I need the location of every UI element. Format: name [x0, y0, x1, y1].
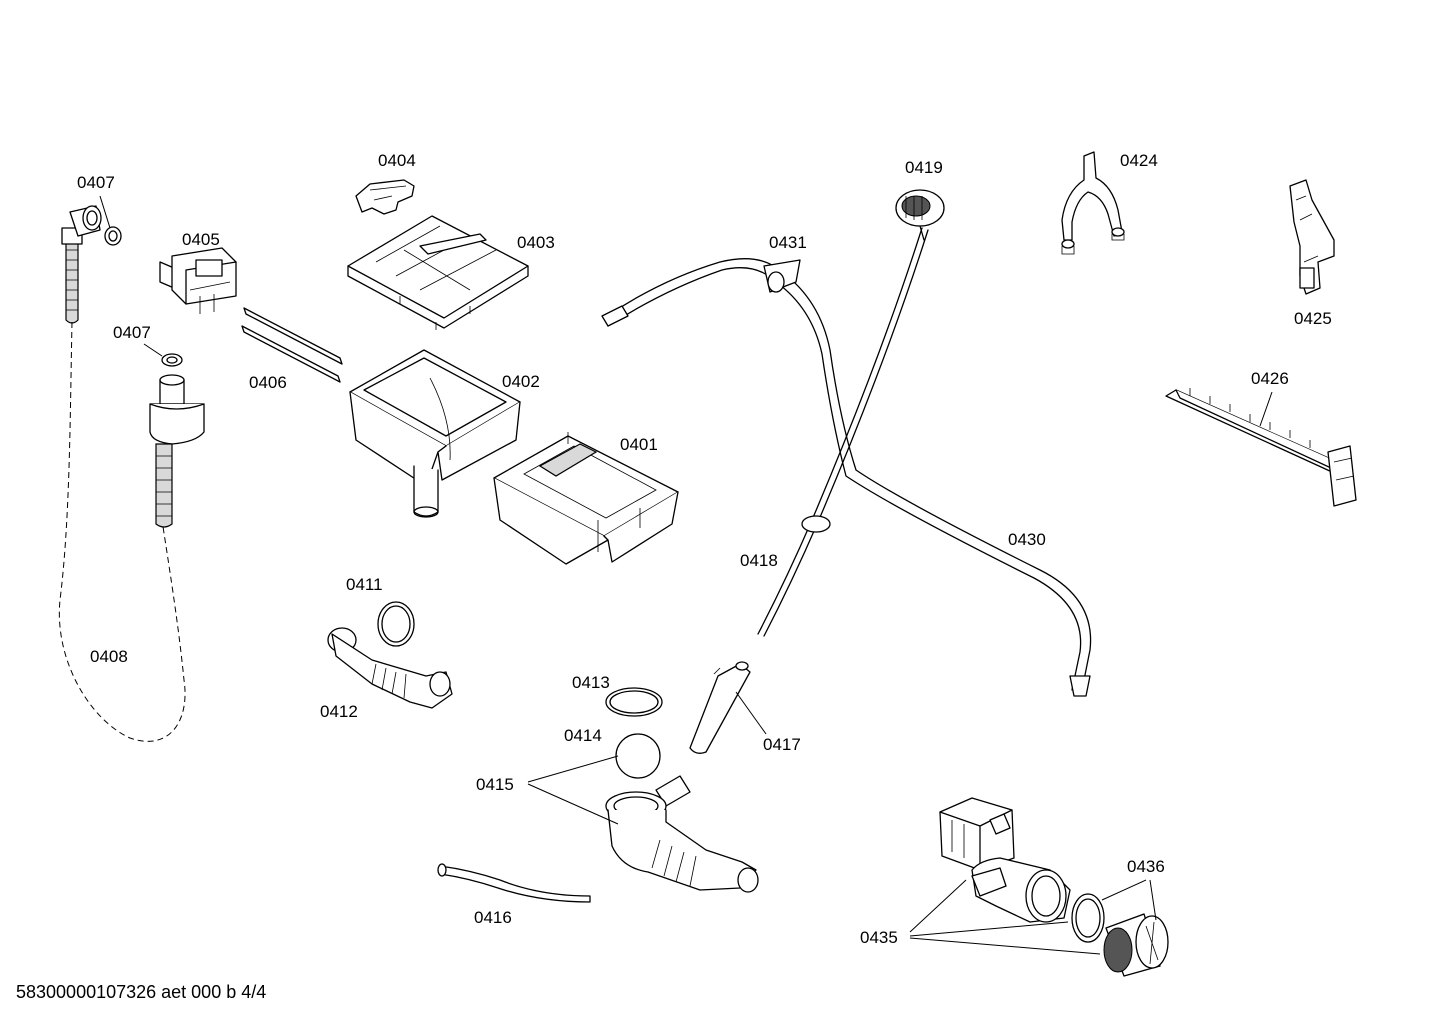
label-0414: 0414 — [564, 726, 602, 745]
label-0430: 0430 — [1008, 530, 1046, 549]
label-0404: 0404 — [378, 151, 416, 170]
label-0426: 0426 — [1251, 369, 1289, 427]
label-0402: 0402 — [502, 372, 540, 391]
label-0412: 0412 — [320, 702, 358, 721]
part-0406-rods[interactable] — [241, 307, 343, 383]
label-0435: 0435 — [860, 879, 1101, 955]
label-0407-lower: 0407 — [113, 323, 163, 357]
part-0405-inlet-valve[interactable] — [159, 247, 237, 314]
part-0408-inlet-hose[interactable] — [58, 205, 186, 742]
label-0416: 0416 — [474, 908, 512, 927]
svg-text:0415: 0415 — [476, 775, 514, 794]
svg-text:0407: 0407 — [113, 323, 151, 342]
part-0425-bracket[interactable] — [1289, 179, 1335, 295]
label-0417: 0417 — [735, 691, 801, 754]
label-0413: 0413 — [572, 673, 610, 692]
part-0435-drain-pump[interactable] — [939, 797, 1071, 923]
part-0412-dispenser-hose[interactable] — [327, 627, 453, 709]
label-0401: 0401 — [620, 435, 658, 454]
label-0425: 0425 — [1294, 309, 1332, 328]
svg-text:0436: 0436 — [1127, 857, 1165, 876]
part-0424-y-piece[interactable] — [1061, 151, 1125, 255]
part-0403-dispenser-cover[interactable] — [347, 215, 529, 330]
part-0418-pressure-tube[interactable] — [757, 227, 929, 637]
label-0406: 0406 — [249, 373, 287, 392]
label-0408: 0408 — [90, 647, 128, 666]
label-0407-top: 0407 — [77, 173, 115, 229]
label-0436: 0436 — [1101, 857, 1165, 921]
part-0417-pressure-chamber[interactable] — [689, 661, 751, 754]
label-0431: 0431 — [769, 233, 807, 252]
part-0411-ring[interactable] — [377, 601, 415, 647]
part-0407-outlet-fitting[interactable] — [149, 353, 205, 528]
label-0415: 0415 — [476, 755, 619, 825]
part-0419-pressure-switch[interactable] — [895, 189, 945, 241]
part-0414-ball[interactable] — [615, 733, 661, 779]
part-0431-vent-hose[interactable] — [601, 258, 1092, 697]
svg-text:0417: 0417 — [763, 735, 801, 754]
label-0403: 0403 — [517, 233, 555, 252]
part-0415-sump-hose[interactable] — [605, 775, 759, 893]
label-0424: 0424 — [1120, 151, 1158, 170]
part-0416-hose[interactable] — [437, 863, 591, 903]
part-0402-dispenser-housing[interactable] — [349, 349, 521, 518]
part-0401-detergent-drawer[interactable] — [493, 432, 679, 565]
svg-text:0426: 0426 — [1251, 369, 1289, 388]
svg-text:0407: 0407 — [77, 173, 115, 192]
label-0418: 0418 — [740, 551, 778, 570]
label-0405: 0405 — [182, 230, 220, 249]
label-0419: 0419 — [905, 158, 943, 177]
part-0426-cable-rail[interactable] — [1165, 388, 1357, 507]
svg-text:0435: 0435 — [860, 928, 898, 947]
drawing-reference: 58300000107326 aet 000 b 4/4 — [16, 982, 266, 1002]
label-0411: 0411 — [346, 575, 383, 594]
part-0404-clip[interactable] — [355, 179, 415, 215]
part-0413-gasket[interactable] — [605, 687, 663, 717]
part-0436-seal-and-filter[interactable] — [1071, 893, 1169, 977]
